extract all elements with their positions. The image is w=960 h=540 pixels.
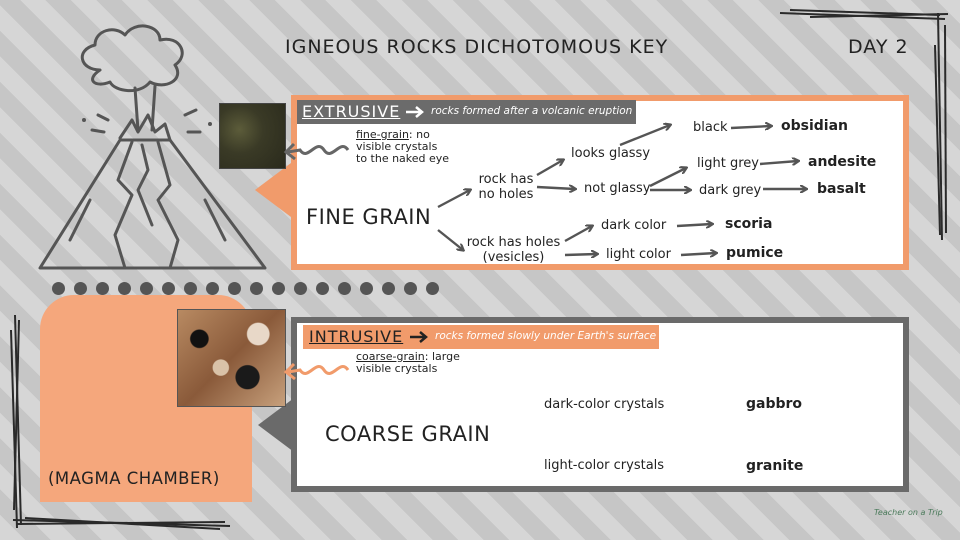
- fine-grain-term: fine-grain: [356, 128, 409, 141]
- callout-wedge-extrusive: [255, 160, 295, 220]
- no-holes-option: rock has no holes: [478, 172, 534, 202]
- separator-dot: [228, 282, 241, 295]
- dark-grey-option: dark grey: [699, 183, 762, 198]
- fine-grain-desc-2: visible crystals: [356, 140, 438, 153]
- extrusive-description: rocks formed after a volcanic eruption: [431, 105, 633, 117]
- arrow-right-icon: [410, 331, 428, 343]
- intrusive-label: INTRUSIVE: [309, 327, 404, 346]
- separator-dot: [184, 282, 197, 295]
- coarse-grain-desc-1: : large: [424, 350, 460, 363]
- corner-scribble-bottom-left: [10, 314, 231, 530]
- coarse-grain-rock-photo: [177, 309, 286, 407]
- coarse-grain-definition: coarse-grain: large visible crystals: [356, 351, 460, 375]
- separator-dot: [360, 282, 373, 295]
- magma-chamber-label: (MAGMA CHAMBER): [48, 469, 220, 488]
- holes-line-1: rock has holes: [466, 235, 561, 250]
- separator-dot: [74, 282, 87, 295]
- page-title: IGNEOUS ROCKS DICHOTOMOUS KEY: [285, 36, 669, 58]
- extrusive-panel: [291, 95, 909, 270]
- no-holes-line-2: no holes: [478, 187, 534, 202]
- rock-andesite: andesite: [808, 154, 877, 170]
- separator-dot: [382, 282, 395, 295]
- rock-scoria: scoria: [725, 216, 773, 232]
- rock-basalt: basalt: [817, 181, 866, 197]
- rock-granite: granite: [746, 458, 804, 474]
- intrusive-tag: INTRUSIVE rocks formed slowly under Eart…: [303, 325, 659, 349]
- extrusive-label: EXTRUSIVE: [302, 102, 401, 121]
- not-glassy-option: not glassy: [584, 181, 651, 196]
- light-grey-option: light grey: [697, 156, 759, 171]
- separator-dot: [316, 282, 329, 295]
- separator-dot: [140, 282, 153, 295]
- rock-pumice: pumice: [726, 245, 784, 261]
- holes-line-2: (vesicles): [482, 250, 545, 265]
- extrusive-tag: EXTRUSIVE rocks formed after a volcanic …: [297, 100, 636, 124]
- fine-grain-heading: FINE GRAIN: [306, 205, 432, 229]
- separator-dot: [250, 282, 263, 295]
- separator-dot: [426, 282, 439, 295]
- separator-dot: [272, 282, 285, 295]
- separator-dot: [118, 282, 131, 295]
- black-option: black: [693, 120, 728, 135]
- coarse-grain-heading: COARSE GRAIN: [325, 422, 491, 446]
- squiggle-arrow-icon: [283, 362, 350, 381]
- dark-color-option: dark color: [601, 218, 667, 233]
- coarse-grain-desc-2: visible crystals: [356, 362, 438, 375]
- rock-obsidian: obsidian: [781, 118, 849, 134]
- volcano-illustration: [38, 24, 267, 270]
- light-color-option: light color: [606, 247, 671, 262]
- day-label: DAY 2: [848, 36, 909, 58]
- no-holes-line-1: rock has: [478, 172, 534, 187]
- coarse-grain-term: coarse-grain: [356, 350, 425, 363]
- fine-grain-desc-3: to the naked eye: [356, 152, 450, 165]
- fine-grain-definition: fine-grain: no visible crystals to the n…: [356, 129, 449, 165]
- light-crystals-option: light-color crystals: [544, 458, 665, 473]
- looks-glassy-option: looks glassy: [571, 146, 651, 161]
- separator-dot: [294, 282, 307, 295]
- rock-gabbro: gabbro: [746, 396, 803, 412]
- separator-dot: [96, 282, 109, 295]
- arrow-right-icon: [406, 106, 424, 118]
- dark-crystals-option: dark-color crystals: [544, 397, 665, 412]
- separator-dot: [52, 282, 65, 295]
- separator-dot: [206, 282, 219, 295]
- intrusive-description: rocks formed slowly under Earth's surfac…: [435, 330, 657, 342]
- separator-dot: [338, 282, 351, 295]
- holes-option: rock has holes (vesicles): [466, 235, 561, 265]
- callout-wedge-intrusive: [258, 395, 298, 455]
- fine-grain-desc-1: : no: [408, 128, 430, 141]
- separator-dot: [162, 282, 175, 295]
- separator-dot: [404, 282, 417, 295]
- corner-scribble-top-right: [779, 9, 949, 241]
- squiggle-arrow-icon: [283, 142, 350, 161]
- fine-grain-rock-photo: [219, 103, 286, 169]
- brand-logo: Teacher on a Trip: [874, 508, 943, 517]
